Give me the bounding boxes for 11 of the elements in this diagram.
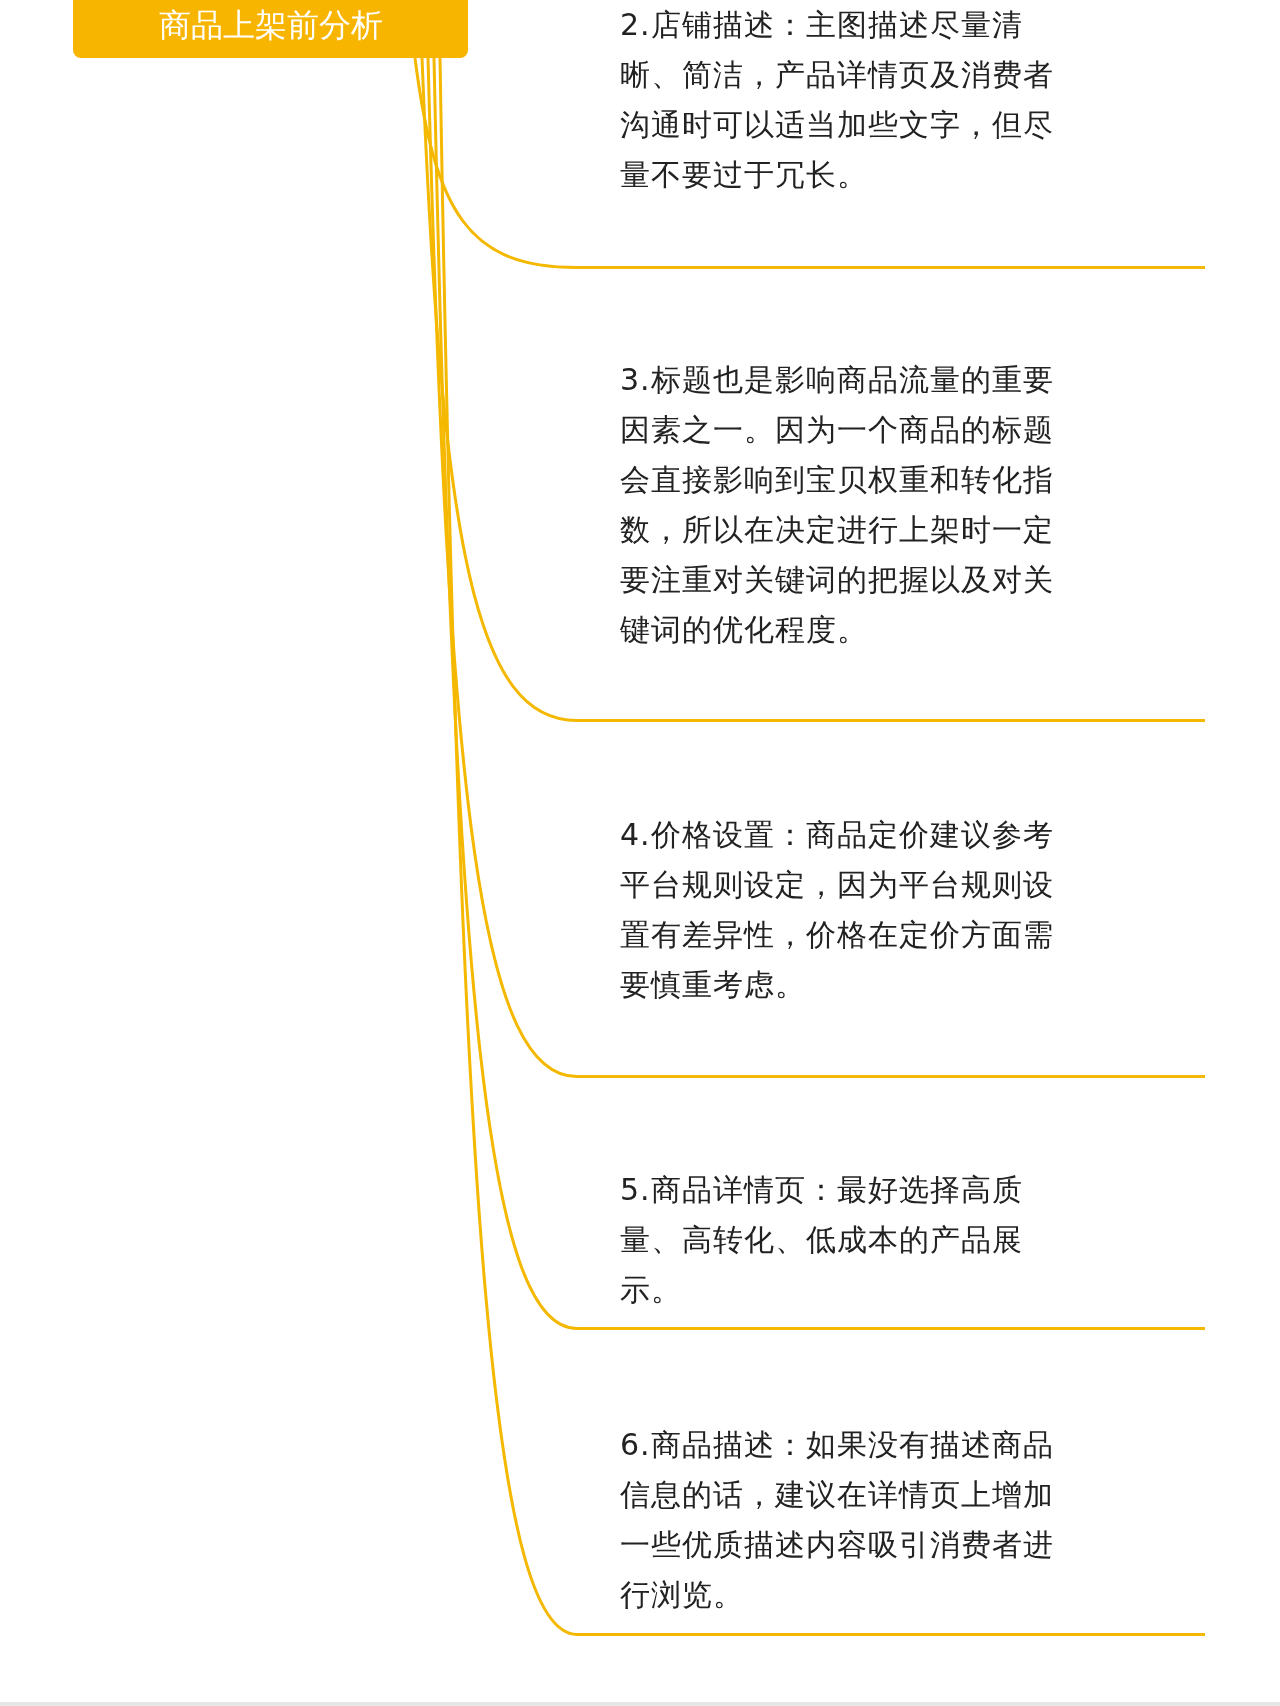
branch-text: 4.价格设置：商品定价建议参考平台规则设定，因为平台规则设置有差异性，价格在定价方面需要慎重考虑。 xyxy=(619,816,1055,1004)
branch-line xyxy=(426,57,578,1078)
branch-text: 6.商品描述：如果没有描述商品信息的话，建议在详情页上增加一些优质描述内容吸引消费者进行浏览。 xyxy=(619,1426,1055,1614)
branch-line xyxy=(438,57,578,1636)
branch-line xyxy=(432,57,578,1330)
branch-text: 5.商品详情页：最好选择高质量、高转化、低成本的产品展示。 xyxy=(619,1171,1024,1309)
branch-text: 3.标题也是影响商品流量的重要因素之一。因为一个商品的标题会直接影响到宝贝权重和转化指数，所以在决定进行上架时一定要注重对关键词的把握以及对关键词的优化程度。 xyxy=(619,361,1055,649)
branch-line xyxy=(413,57,578,269)
branch-text: 2.店铺描述：主图描述尽量清晰、简洁，产品详情页及消费者沟通时可以适当加些文字，但尽量不要过于冗长。 xyxy=(619,6,1055,194)
topic-box: 商品上架前分析 xyxy=(73,0,468,58)
branch-line xyxy=(420,57,578,722)
